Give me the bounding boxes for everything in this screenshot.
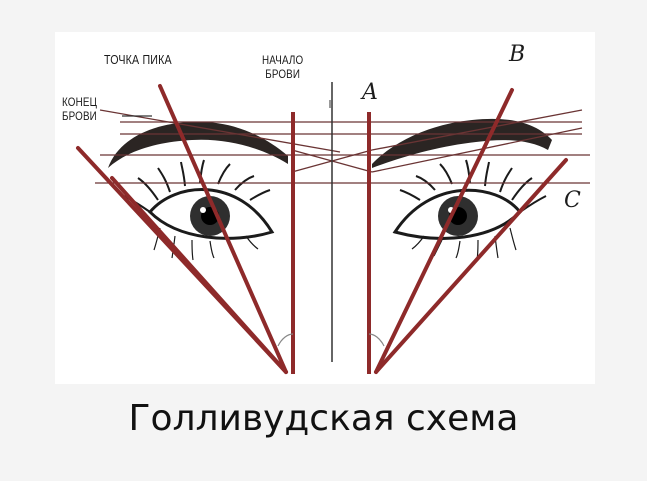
brow-end-label-line1: КОНЕЦ — [62, 95, 98, 109]
brow-end-label-line2: БРОВИ — [62, 109, 97, 123]
left-diagonals — [76, 84, 288, 374]
right-right-angle — [368, 333, 385, 347]
peak-point-label: ТОЧКА ПИКА — [104, 52, 172, 67]
right-eye — [392, 159, 547, 261]
caption: Голливудская схема — [128, 398, 519, 439]
left-right-angle — [277, 333, 294, 347]
brow-end-label: КОНЕЦ БРОВИ — [62, 95, 97, 123]
brow-start-label: НАЧАЛО БРОВИ — [262, 53, 303, 81]
right-eyebrow — [372, 118, 552, 168]
left-eyebrow — [108, 121, 288, 168]
point-c-label: C — [564, 188, 581, 213]
right-diagonals — [374, 88, 568, 374]
brow-start-label-line2: БРОВИ — [265, 67, 301, 81]
point-b-label: B — [509, 42, 526, 67]
horizontal-guides — [95, 109, 590, 184]
point-a-label: A — [362, 80, 378, 105]
brow-start-label-line1: НАЧАЛО — [262, 53, 304, 67]
